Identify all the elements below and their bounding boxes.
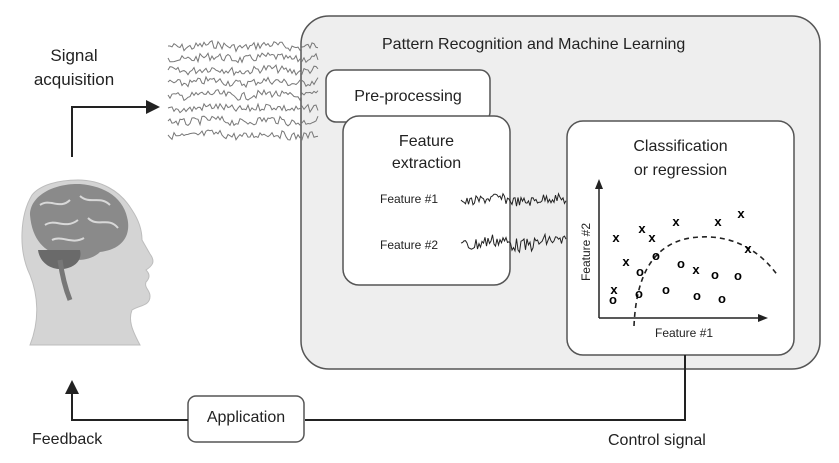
cross-marker: x	[612, 230, 620, 245]
feature-signal-trace	[460, 232, 567, 254]
feature2-label: Feature #2	[380, 238, 439, 252]
control-signal-line	[305, 355, 686, 421]
raw-signal-trace	[167, 52, 319, 64]
raw-signal-trace	[167, 88, 319, 102]
cross-marker: x	[622, 254, 630, 269]
circle-marker: o	[734, 268, 742, 283]
cross-marker: x	[744, 241, 752, 256]
circle-marker: o	[635, 286, 643, 301]
circle-marker: o	[711, 267, 719, 282]
decision-boundary	[633, 236, 779, 327]
cross-marker: x	[692, 262, 700, 277]
main-title: Pattern Recognition and Machine Learning	[382, 36, 686, 53]
circle-marker: o	[677, 256, 685, 271]
x-axis-arrow	[758, 314, 768, 322]
acquisition-arrow-head	[146, 100, 160, 114]
cross-marker: x	[737, 206, 745, 221]
head-icon	[21, 179, 154, 346]
feedback-line	[71, 392, 188, 421]
circle-marker: o	[609, 292, 617, 307]
circle-marker: o	[662, 282, 670, 297]
circle-marker: o	[718, 291, 726, 306]
cross-marker: x	[610, 282, 618, 297]
raw-signal-trace	[167, 102, 319, 114]
raw-signal-trace	[168, 40, 319, 53]
circle-marker: o	[652, 248, 660, 263]
classification-box	[566, 120, 795, 356]
circle-marker: o	[693, 288, 701, 303]
acquisition-arrow	[71, 106, 148, 157]
raw-signal-trace	[167, 129, 319, 141]
feature-extraction-label: Feature extraction	[391, 133, 462, 172]
feature1-label: Feature #1	[380, 192, 439, 206]
signal-acquisition-label: Signal acquisition	[33, 46, 115, 89]
cross-marker: x	[672, 214, 680, 229]
y-axis-label: Feature #2	[579, 222, 593, 282]
preprocessing-label: Pre-processing	[354, 88, 462, 105]
raw-signal-trace	[167, 64, 319, 77]
feature-signal-trace	[460, 192, 567, 207]
x-axis-label: Feature #1	[655, 326, 714, 340]
control-signal-label: Control signal	[608, 432, 706, 449]
cross-marker: x	[638, 221, 646, 236]
classification-label: Classification or regression	[633, 138, 728, 179]
raw-signal-trace	[167, 75, 319, 89]
y-axis-arrow	[595, 179, 603, 189]
cross-marker: x	[648, 230, 656, 245]
application-label: Application	[206, 409, 286, 426]
feedback-label: Feedback	[32, 431, 103, 448]
cross-marker: x	[714, 214, 722, 229]
circle-marker: o	[636, 264, 644, 279]
raw-eeg-signals	[167, 40, 319, 141]
feature-signals	[460, 192, 567, 254]
feedback-arrow-head	[65, 380, 79, 394]
raw-signal-trace	[167, 115, 319, 127]
